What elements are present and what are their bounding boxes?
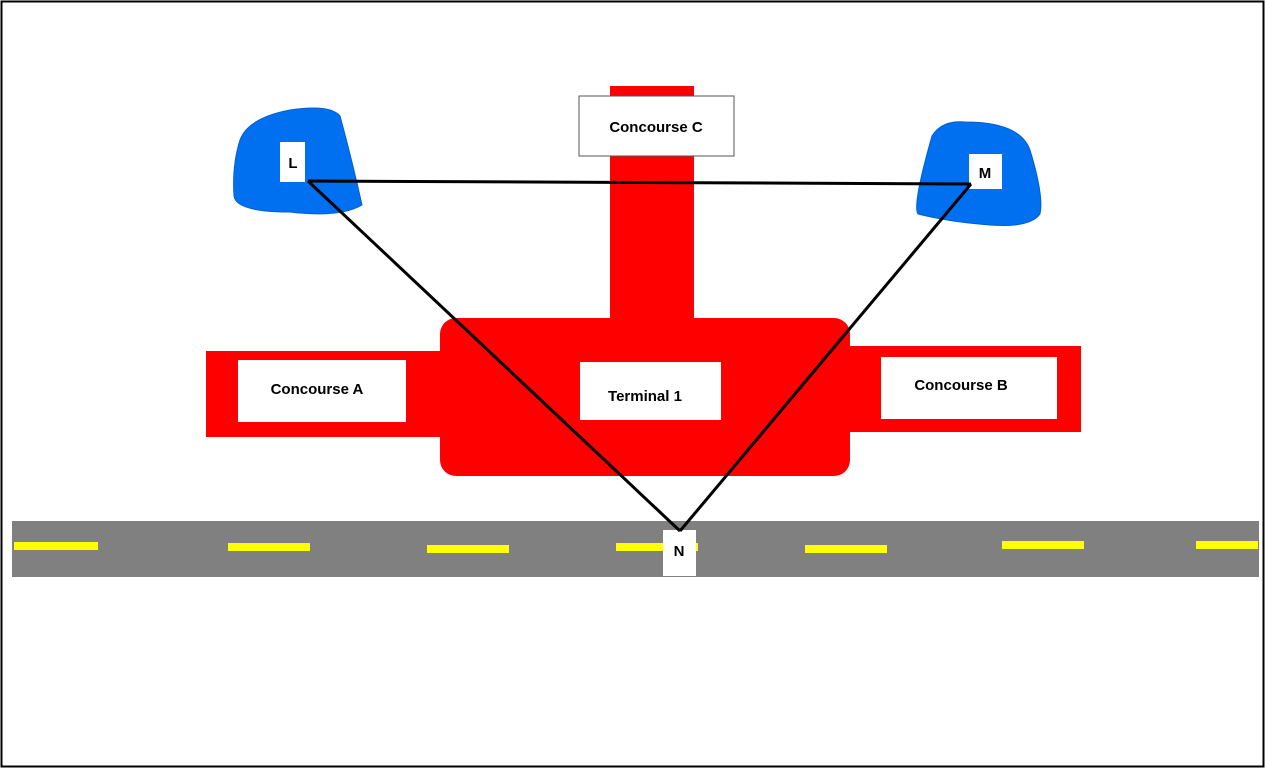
- terminal-label: Terminal 1: [608, 388, 682, 405]
- road: [12, 521, 1259, 577]
- line-l-n: [306, 179, 682, 533]
- concourse-b-label: Concourse B: [914, 377, 1008, 394]
- point-m-label: M: [979, 165, 992, 182]
- road-dash: [1002, 541, 1084, 549]
- road-dash: [616, 543, 698, 551]
- point-l-label: L: [288, 155, 297, 172]
- concourse-c-label: Concourse C: [609, 119, 703, 136]
- road-dash: [427, 545, 509, 553]
- road-dash: [14, 542, 98, 550]
- road-dash: [805, 545, 887, 553]
- point-l-box: [280, 142, 305, 182]
- triangle-lmn: [306, 179, 973, 533]
- point-m-box: [969, 154, 1002, 189]
- line-l-m: [307, 179, 972, 186]
- terminal-label-box: [580, 362, 721, 420]
- road-dash: [228, 543, 310, 551]
- concourse-a-label: Concourse A: [271, 381, 364, 398]
- concourse-a-label-box: [238, 360, 406, 422]
- concourse-b-label-box: [881, 357, 1057, 419]
- line-m-n: [678, 183, 973, 532]
- concourse-c-label-box: [578, 95, 735, 157]
- road-dash: [1196, 541, 1258, 549]
- point-n-box: [663, 530, 696, 576]
- point-n-label: N: [674, 543, 685, 560]
